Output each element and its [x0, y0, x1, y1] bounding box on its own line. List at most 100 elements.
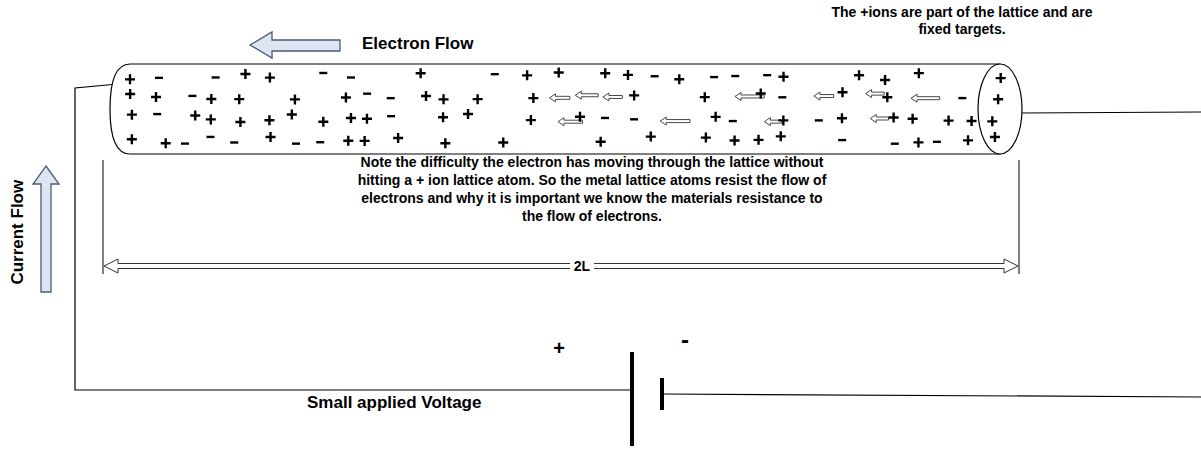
positive-ion [701, 133, 711, 143]
electron [838, 139, 846, 141]
electron-arrow [814, 92, 834, 100]
positive-ion [125, 74, 135, 84]
positive-ion [993, 94, 1003, 104]
positive-ion [963, 135, 973, 145]
electron [188, 95, 196, 97]
positive-ion [914, 68, 924, 78]
positive-ion [526, 115, 536, 125]
electron-arrow [603, 93, 622, 101]
electron [316, 141, 324, 143]
electron [153, 113, 161, 115]
electron [181, 142, 189, 144]
positive-ion [235, 117, 245, 127]
dimension-arrow [104, 259, 1018, 273]
note-text: Note the difficulty the electron has mov… [352, 154, 832, 226]
electron [729, 120, 737, 122]
positive-ion [522, 70, 532, 80]
positive-ion [125, 89, 135, 99]
positive-ion [127, 110, 137, 120]
positive-ion [440, 138, 450, 148]
electron [731, 75, 739, 77]
positive-ion [882, 92, 892, 102]
polarity-label: - [681, 326, 689, 355]
positive-ion [287, 109, 297, 119]
positive-ion [908, 114, 918, 124]
positive-ion [318, 117, 328, 127]
positive-ion [996, 73, 1006, 83]
positive-ion [674, 74, 684, 84]
electron [230, 141, 238, 143]
electron [601, 117, 609, 119]
electron [651, 75, 659, 77]
electron [491, 73, 499, 75]
positive-ion [596, 137, 606, 147]
positive-ion [206, 114, 216, 124]
electron-arrow [764, 118, 781, 126]
electron [710, 76, 718, 78]
positive-ion [161, 138, 171, 148]
electron [891, 142, 899, 144]
electron [815, 119, 823, 121]
positive-ion [206, 94, 216, 104]
electron [155, 77, 163, 79]
positive-ion [779, 72, 789, 82]
electron [387, 97, 395, 99]
extension-line [1019, 160, 1020, 274]
positive-ion [360, 136, 370, 146]
conductor-cylinder [110, 64, 1000, 154]
electron-arrow [575, 91, 598, 99]
conductor-end [978, 64, 1022, 154]
positive-ion [151, 92, 161, 102]
wire [1022, 112, 1201, 113]
positive-ion [754, 135, 764, 145]
positive-ion [528, 93, 538, 103]
positive-ion [776, 131, 786, 141]
polarity-label: + [553, 336, 565, 360]
positive-ion [393, 133, 403, 143]
positive-ion [944, 116, 954, 126]
positive-ion [600, 68, 610, 78]
electron-arrow [911, 94, 940, 102]
electron [778, 96, 786, 98]
positive-ion [629, 90, 639, 100]
electron-arrow [866, 90, 885, 98]
electron [212, 76, 220, 78]
electron [363, 92, 371, 94]
electron [933, 141, 941, 143]
positive-ion [854, 70, 864, 80]
electron [630, 118, 638, 120]
extension-line [103, 160, 104, 274]
positive-ion [234, 94, 244, 104]
positive-ion [343, 136, 353, 146]
positive-ion [778, 115, 788, 125]
positive-ion [913, 137, 923, 147]
positive-ion [290, 94, 300, 104]
positive-ion [700, 92, 710, 102]
positive-ion [473, 94, 483, 104]
positive-ion [266, 132, 276, 142]
positive-ion [438, 112, 448, 122]
positive-ion [264, 115, 274, 125]
positive-ion [730, 135, 740, 145]
dimension-label: 2L [570, 258, 594, 275]
positive-ion [990, 132, 1000, 142]
electron [763, 74, 771, 76]
flow-arrow [33, 166, 59, 292]
electron [387, 115, 395, 117]
positive-ion [880, 75, 890, 85]
positive-ion [416, 68, 426, 78]
positive-ion [362, 114, 372, 124]
positive-ion [498, 137, 508, 147]
battery-plate [660, 378, 664, 410]
voltage-label: Small applied Voltage [307, 393, 481, 413]
flow-label: Current Flow [8, 180, 28, 285]
positive-ion [265, 73, 275, 83]
positive-ion [889, 112, 899, 122]
electron-arrow [660, 117, 690, 125]
positive-ion [190, 111, 200, 121]
positive-ion [421, 91, 431, 101]
positive-ion [127, 134, 137, 144]
positive-ion [575, 112, 585, 122]
electron [319, 72, 327, 74]
